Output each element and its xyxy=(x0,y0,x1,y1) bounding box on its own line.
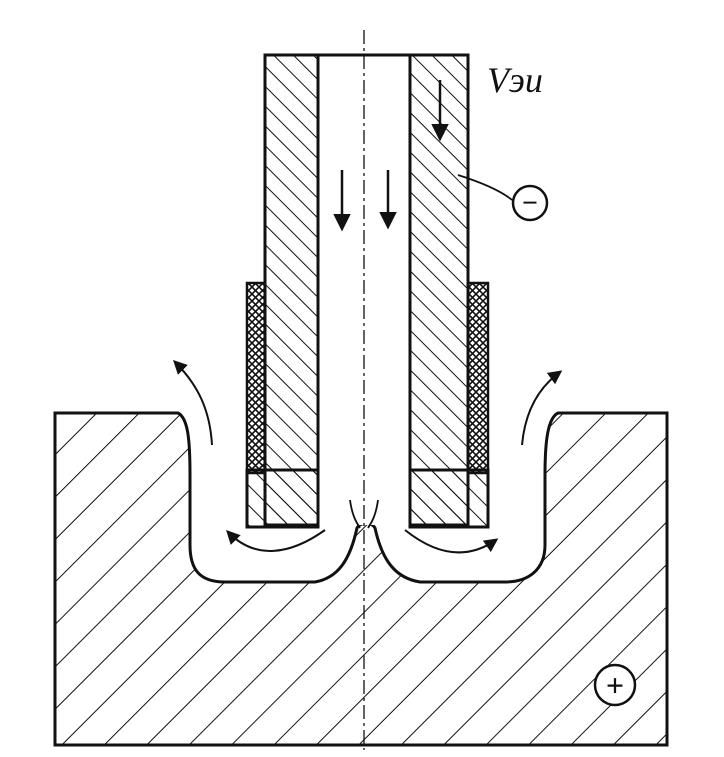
cathode-circle xyxy=(511,184,549,222)
cathode-sign: − xyxy=(522,188,538,219)
flow-tip-left xyxy=(349,499,361,529)
insulation-sleeve-left xyxy=(245,281,267,475)
electrode-flange-right xyxy=(408,468,490,529)
flow-arrow-exit-left xyxy=(173,360,213,446)
anode-sign: + xyxy=(606,667,624,703)
electrode-wall-left xyxy=(263,53,320,527)
electrode-flange-left xyxy=(245,468,320,529)
insulation-sleeve-right xyxy=(466,281,490,475)
velocity-label: Vэи xyxy=(487,60,543,100)
flow-arrow-gap-left xyxy=(226,529,326,552)
flow-arrow-gap-right xyxy=(404,529,499,554)
anode-circle xyxy=(593,663,637,707)
flow-tip-right xyxy=(367,499,379,529)
flow-arrow-exit-right xyxy=(521,370,563,446)
cathode-leader xyxy=(457,174,513,201)
